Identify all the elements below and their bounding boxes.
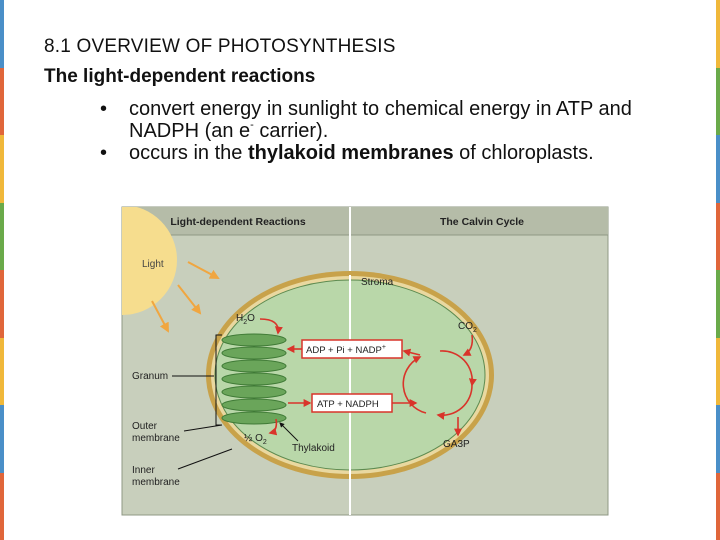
header-light-dependent: Light-dependent Reactions (170, 216, 305, 228)
slide-subtitle: The light-dependent reactions (44, 66, 315, 88)
edge-segment (0, 203, 4, 271)
adp-label: ADP + Pi + NADP+ (306, 344, 386, 356)
header-calvin-cycle: The Calvin Cycle (440, 216, 524, 228)
edge-segment (0, 405, 4, 473)
slide-title: 8.1 OVERVIEW OF PHOTOSYNTHESIS (44, 36, 396, 58)
edge-segment (716, 473, 720, 540)
photosynthesis-diagram: Light-dependent Reactions The Calvin Cyc… (120, 205, 610, 517)
bullet-item: • convert energy in sunlight to chemical … (100, 98, 660, 142)
bullet-symbol: • (100, 142, 107, 164)
electron-superscript: - (250, 119, 254, 131)
bullet-text-end: of chloroplasts. (454, 142, 594, 164)
thylakoid-label: Thylakoid (292, 443, 335, 454)
bullet-list: • convert energy in sunlight to chemical … (100, 98, 660, 164)
edge-segment (0, 473, 4, 540)
edge-segment (716, 270, 720, 338)
bullet-text: convert energy in sunlight to chemical e… (129, 98, 632, 142)
edge-segment (0, 0, 4, 68)
edge-segment (0, 68, 4, 136)
edge-segment (0, 270, 4, 338)
edge-segment (716, 203, 720, 271)
edge-segment (716, 68, 720, 136)
edge-segment (0, 338, 4, 406)
ga3p-label: GA3P (443, 439, 470, 450)
bullet-bold-term: thylakoid membranes (248, 142, 454, 164)
bullet-text-end: carrier). (254, 120, 328, 142)
light-label: Light (142, 259, 164, 270)
atp-label: ATP + NADPH (317, 399, 379, 410)
edge-segment (716, 338, 720, 406)
stroma-label: Stroma (361, 277, 394, 288)
edge-segment (716, 405, 720, 473)
granum-label: Granum (132, 371, 168, 382)
bullet-text: occurs in the (129, 142, 248, 164)
bullet-item: • occurs in the thylakoid membranes of ch… (100, 142, 660, 164)
bullet-symbol: • (100, 98, 107, 120)
edge-segment (0, 135, 4, 203)
edge-segment (716, 135, 720, 203)
edge-segment (716, 0, 720, 68)
